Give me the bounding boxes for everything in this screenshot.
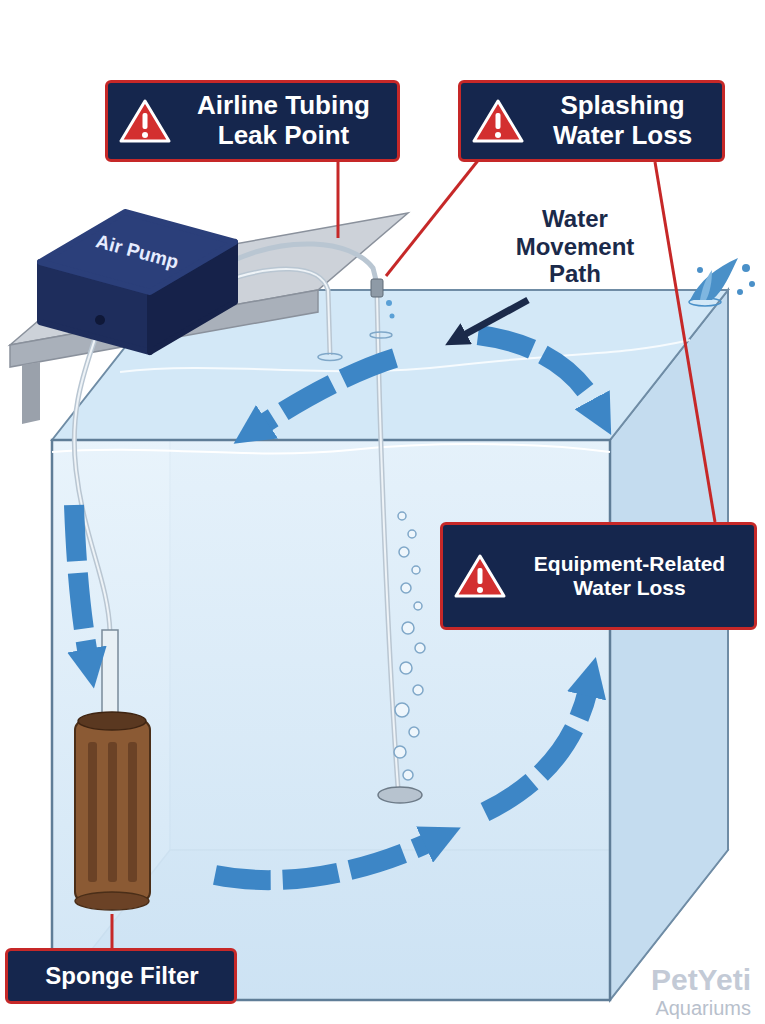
splash-droplet	[737, 289, 743, 295]
leak-drip	[386, 300, 392, 306]
warning-triangle	[121, 101, 169, 141]
pump-outlet	[95, 315, 105, 325]
leader-line	[655, 162, 715, 522]
leader-line	[337, 158, 340, 238]
sponge-base	[75, 892, 149, 910]
flow-arrow	[262, 358, 395, 425]
label-holder: Water Movement Path	[505, 205, 645, 288]
callout-text: Sponge Filter	[20, 962, 224, 990]
label-holder: PetYeti	[551, 963, 751, 998]
label-pointer	[462, 300, 528, 336]
bubble	[409, 727, 419, 737]
warning-callout: Equipment-Related Water Loss	[440, 522, 757, 630]
leak-drip	[390, 314, 395, 319]
leader-line	[386, 158, 480, 276]
pump-label: Air Pump	[89, 228, 185, 277]
sponge-cap	[78, 712, 146, 730]
water-line	[52, 444, 610, 453]
flow-arrow	[74, 505, 88, 655]
lift-tube	[102, 630, 118, 720]
bubble	[400, 662, 412, 674]
splash-droplet	[697, 267, 703, 273]
warning-icon	[118, 97, 172, 145]
flow-arrow	[215, 842, 430, 880]
bubble	[395, 703, 409, 717]
callout-text: Airline Tubing Leak Point	[180, 91, 387, 151]
airline-tubing	[222, 269, 330, 355]
watermark: Aquariums	[551, 997, 751, 1020]
sponge-groove	[128, 742, 137, 882]
bubble	[413, 685, 423, 695]
bubble	[401, 583, 411, 593]
tubing-connector	[371, 279, 383, 297]
bubble	[414, 602, 422, 610]
warning-triangle	[474, 101, 522, 141]
warning-callout: Airline Tubing Leak Point	[105, 80, 400, 162]
bubble	[399, 547, 409, 557]
warning-mark	[142, 132, 148, 138]
airline-tubing	[230, 244, 376, 280]
warning-mark	[478, 568, 483, 584]
sponge-body	[75, 720, 150, 902]
air-stone	[378, 787, 422, 803]
ripple	[370, 332, 392, 338]
warning-mark	[143, 113, 148, 129]
callout-text: Equipment-Related Water Loss	[515, 552, 744, 600]
bubble	[403, 770, 413, 780]
shelf-bracket	[22, 362, 40, 424]
splash-droplet	[749, 281, 755, 287]
warning-triangle	[456, 556, 504, 596]
sponge-groove	[108, 742, 117, 882]
surface-shine	[120, 340, 690, 372]
water-splash	[690, 258, 738, 300]
bubble	[412, 566, 420, 574]
flow-arrow	[485, 690, 588, 812]
callout-text: Splashing Water Loss	[533, 91, 712, 151]
bubble	[408, 530, 416, 538]
bubble	[398, 512, 406, 520]
sponge-groove	[88, 742, 97, 882]
bubble	[415, 643, 425, 653]
pump-top	[40, 212, 235, 292]
splash-droplet	[742, 264, 750, 272]
warning-mark	[496, 113, 501, 129]
watermark: PetYeti	[551, 963, 751, 998]
bubble	[394, 746, 406, 758]
flow-label: Water Movement Path	[505, 205, 645, 288]
bubbles	[394, 512, 425, 780]
warning-callout: Splashing Water Loss	[458, 80, 725, 162]
label-holder: Aquariums	[551, 997, 751, 1020]
pump-name: Air Pump	[93, 231, 180, 274]
flow-arrow	[478, 335, 595, 405]
bubble	[402, 622, 414, 634]
warning-icon	[471, 97, 525, 145]
warning-mark	[477, 587, 483, 593]
tubing-shine	[222, 269, 330, 355]
part-callout: Sponge Filter	[5, 948, 237, 1004]
water-splash	[700, 270, 712, 300]
ripple	[318, 354, 342, 361]
warning-mark	[495, 132, 501, 138]
warning-icon	[453, 552, 507, 600]
leader-line	[111, 914, 114, 952]
